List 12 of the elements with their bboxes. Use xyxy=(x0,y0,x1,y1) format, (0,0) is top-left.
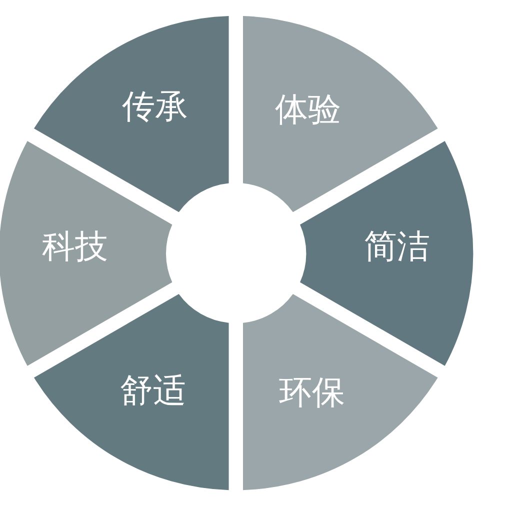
segment-label: 体验 xyxy=(274,92,341,126)
ring-segment xyxy=(242,294,438,490)
ring-segment xyxy=(242,16,438,212)
ring-segment xyxy=(300,140,473,366)
segment-label: 科技 xyxy=(42,229,108,262)
ring-segment xyxy=(0,140,172,366)
segment-label: 简洁 xyxy=(364,229,430,262)
segment-label: 传承 xyxy=(122,89,188,122)
ring-segment xyxy=(34,294,230,490)
segment-label: 环保 xyxy=(278,375,345,408)
ring-segment xyxy=(34,16,230,212)
segment-label: 舒适 xyxy=(120,373,186,406)
